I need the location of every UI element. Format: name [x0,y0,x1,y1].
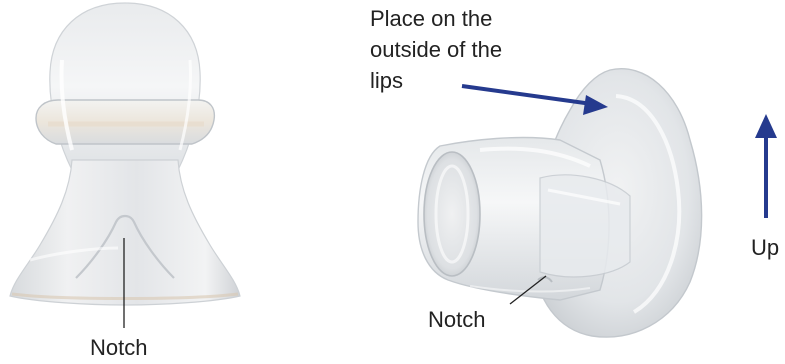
place-instruction-line-2: outside of the [370,34,502,65]
mouthpiece-angled-tube-opening [424,152,480,276]
mouthpiece-front-skirt [10,160,240,305]
up-arrow-icon [755,114,777,218]
notch-label-angled: Notch [428,304,485,335]
place-instruction-line-1: Place on the [370,3,492,34]
mouthpiece-angled-view [418,69,702,337]
notch-label-front: Notch [90,332,147,363]
up-label: Up [751,232,779,263]
place-instruction-line-3: lips [370,65,403,96]
mouthpiece-front-view [10,3,240,305]
